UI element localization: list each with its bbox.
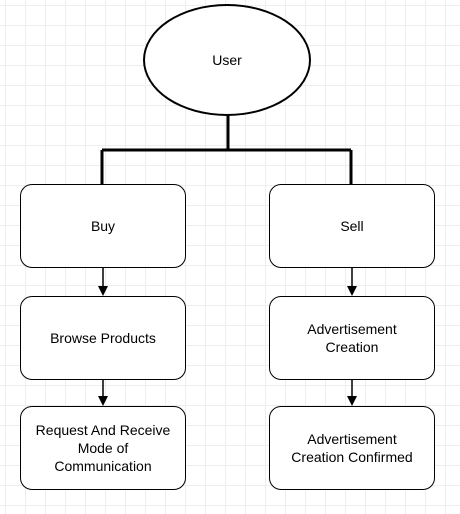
request-communication-node[interactable]: Request And Receive Mode of Communicatio…	[20, 406, 186, 490]
root-to-branches-connector	[100, 116, 353, 184]
browse-products-node[interactable]: Browse Products	[20, 296, 186, 380]
sell-node[interactable]: Sell	[269, 184, 435, 268]
advertisement-confirmed-node-label: Advertisement Creation Confirmed	[291, 431, 413, 465]
advertisement-creation-node[interactable]: Advertisement Creation	[269, 296, 435, 380]
user-node-label: User	[212, 52, 242, 68]
advertisement-creation-node-label: Advertisement Creation	[307, 321, 397, 355]
advertisement-confirmed-node[interactable]: Advertisement Creation Confirmed	[269, 406, 435, 490]
buy-node-label: Buy	[90, 218, 116, 234]
user-node[interactable]: User	[143, 4, 311, 116]
sell-node-label: Sell	[340, 218, 364, 234]
browse-products-node-label: Browse Products	[50, 330, 156, 346]
request-communication-node-label: Request And Receive Mode of Communicatio…	[35, 422, 171, 474]
buy-node[interactable]: Buy	[20, 184, 186, 268]
